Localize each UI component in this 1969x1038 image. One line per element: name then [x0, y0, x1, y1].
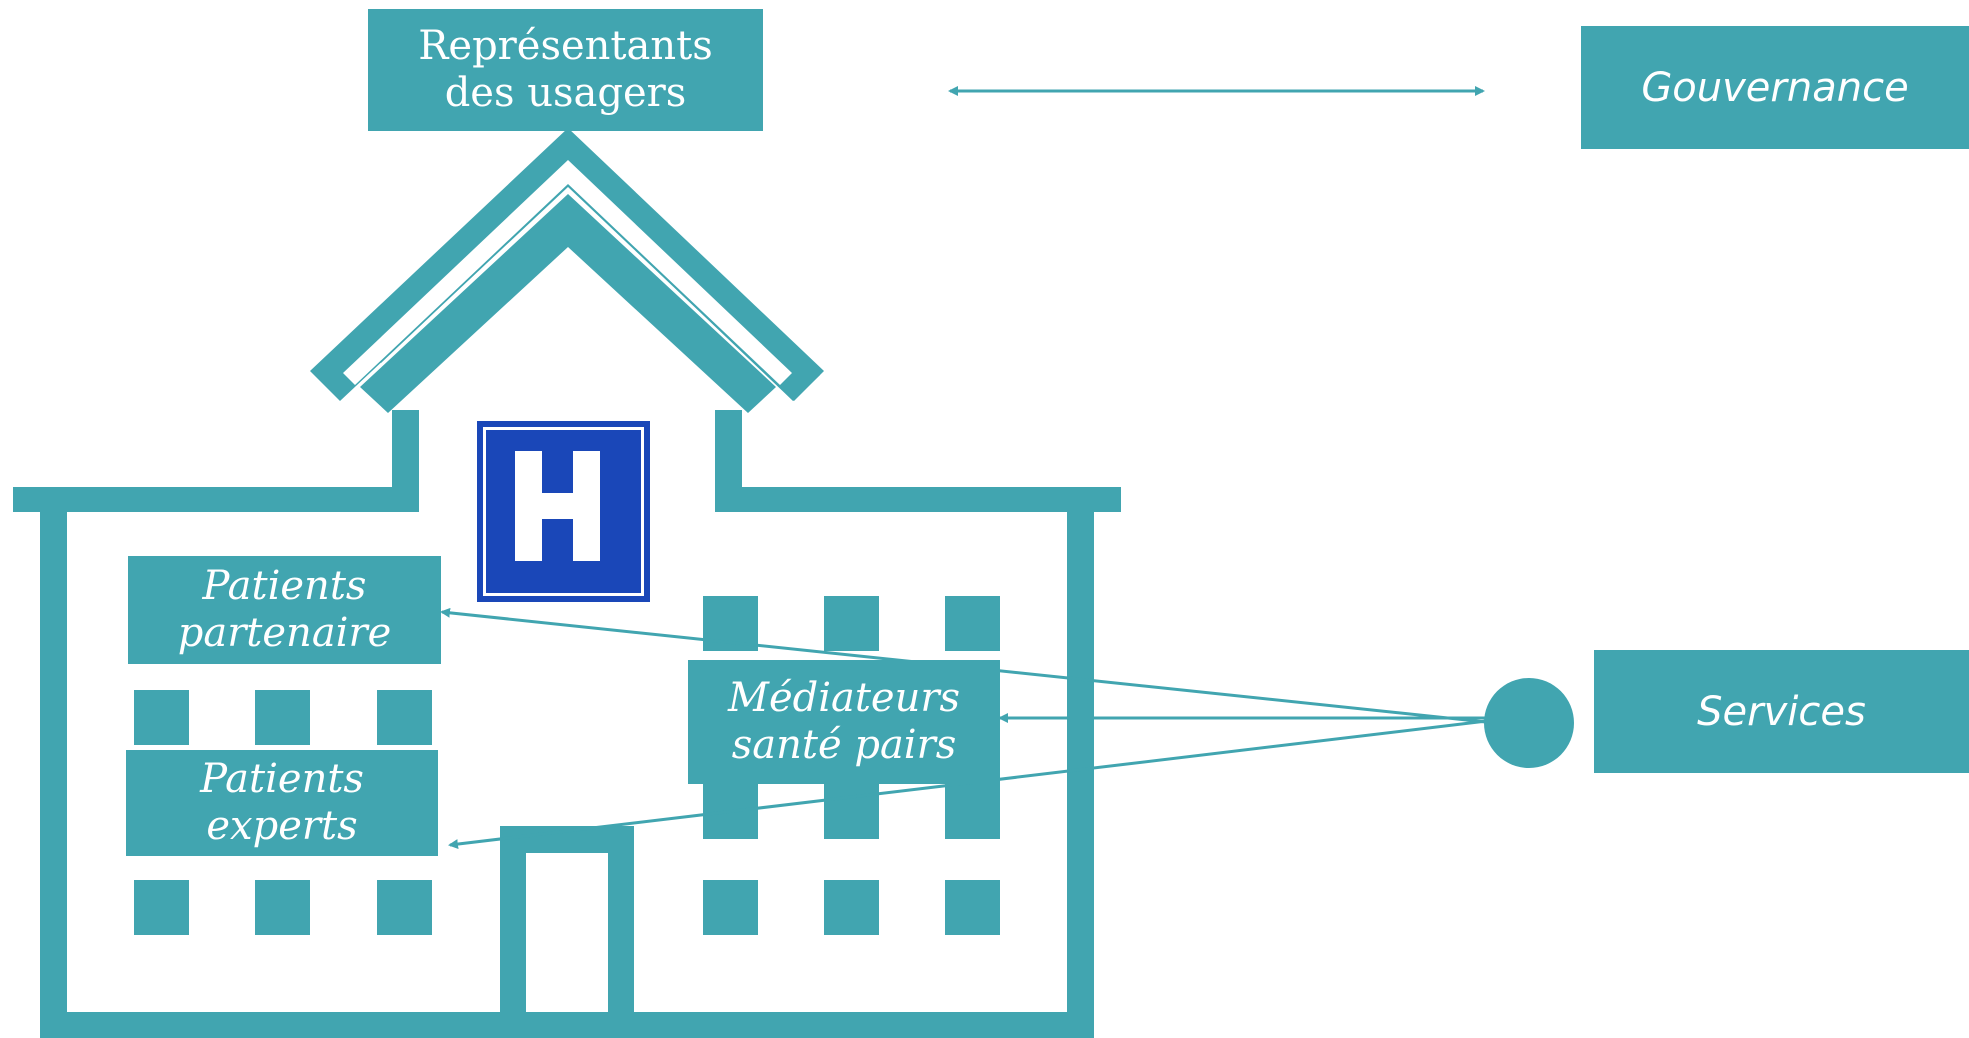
window: [377, 880, 432, 935]
hospital-building-icon: [13, 128, 1121, 1038]
services-label: Services: [1697, 688, 1866, 735]
patients-experts-box: Patients experts: [126, 750, 438, 856]
cornice-left: [13, 487, 419, 512]
window: [134, 880, 189, 935]
window: [824, 880, 879, 935]
patients-partner-box: Patients partenaire: [128, 556, 441, 664]
window: [255, 880, 310, 935]
patients-experts-line-2: experts: [206, 803, 358, 849]
patients-experts-line-1: Patients: [200, 755, 364, 802]
representatives-line-1: Représentants: [418, 22, 713, 69]
representatives-box: Représentants des usagers: [368, 9, 763, 131]
representatives-line-2: des usagers: [444, 70, 687, 116]
window: [255, 690, 310, 745]
patients-partner-line-1: Patients: [202, 562, 367, 609]
window: [824, 596, 879, 651]
hospital-sign-panel: [477, 421, 650, 602]
governance-label: Gouvernance: [1641, 64, 1909, 111]
filled-circle-icon: [1484, 678, 1574, 768]
health-mediators-box: Médiateurs santé pairs: [688, 660, 1000, 784]
window: [703, 880, 758, 935]
services-box: Services: [1594, 650, 1969, 773]
right-wall: [1067, 487, 1094, 1038]
window: [945, 596, 1000, 651]
hospital-h-sign-icon: [471, 415, 656, 608]
door-opening: [526, 853, 608, 1012]
patients-partner-line-2: partenaire: [177, 610, 392, 656]
health-mediators-line-2: santé pairs: [731, 722, 957, 768]
h-letter-icon: [515, 451, 600, 561]
window: [824, 784, 879, 839]
window: [945, 784, 1000, 839]
governance-box: Gouvernance: [1581, 26, 1969, 149]
window: [134, 690, 189, 745]
cornice-right: [715, 487, 1121, 512]
window: [945, 880, 1000, 935]
left-wall: [40, 487, 67, 1038]
health-mediators-line-1: Médiateurs: [727, 674, 961, 721]
hospital-sign-frame: [483, 427, 644, 596]
roof-inner: [360, 194, 776, 413]
window: [377, 690, 432, 745]
